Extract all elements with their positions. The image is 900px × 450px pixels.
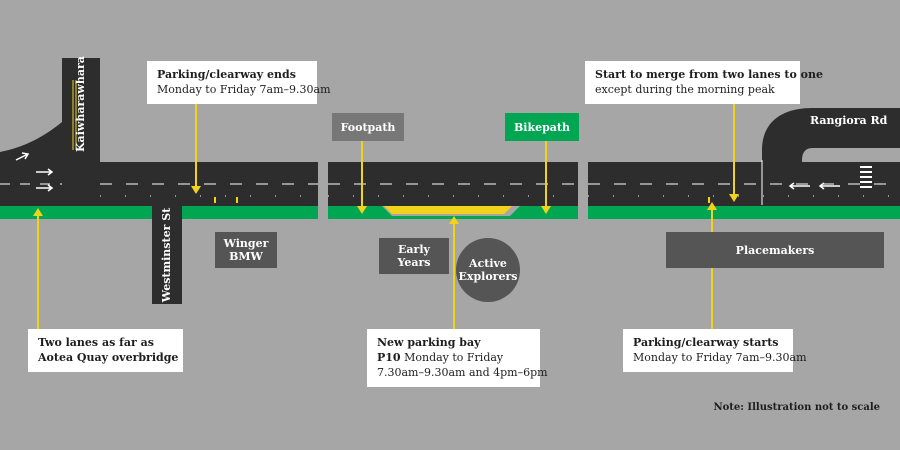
callout-title: Start to merge from two lanes to one	[595, 68, 824, 81]
parking-code: P10	[377, 351, 401, 364]
slip-lane	[0, 122, 62, 162]
street-label-westminster: Westminster St	[160, 207, 173, 303]
bikepath-label: Bikepath	[505, 113, 579, 141]
street-label-rangiora: Rangiora Rd	[810, 114, 888, 127]
callout-line2: Aotea Quay overbridge	[38, 351, 179, 364]
place-active-explorers: Active Explorers	[456, 238, 520, 302]
callout-hours: 7.30am–9.30am and 4pm–6pm	[377, 366, 548, 379]
callout-text: Monday to Friday 7am–9.30am	[633, 351, 807, 364]
street-label-kaiwharawhara: Kaiwharawhara	[74, 56, 87, 152]
verge-right	[588, 204, 900, 219]
callout-title: Parking/clearway ends	[157, 68, 296, 81]
place-winger-bmw: Winger BMW	[215, 232, 277, 268]
callout-line1: Two lanes as far as	[38, 336, 154, 349]
callout-text: except during the morning peak	[595, 83, 775, 96]
westminster-road	[152, 204, 182, 304]
rangiora-road	[762, 108, 900, 165]
callout-two-lanes: Two lanes as far as Aotea Quay overbridg…	[28, 329, 183, 372]
callout-title: New parking bay	[377, 336, 481, 349]
callout-parking-bay: New parking bay P10 Monday to Friday 7.3…	[367, 329, 548, 387]
callout-text: Monday to Friday 7am–9.30am	[157, 83, 331, 96]
kaiwharawhara-road	[62, 58, 100, 206]
callout-clearway-starts: Parking/clearway starts Monday to Friday…	[623, 329, 807, 372]
edge-marks	[214, 197, 710, 203]
callout-line2: P10 Monday to Friday	[377, 350, 530, 365]
pedestrian-crossing	[860, 166, 872, 188]
callout-title: Parking/clearway starts	[633, 336, 779, 349]
parking-days: Monday to Friday	[404, 351, 504, 364]
parking-bay	[384, 206, 512, 214]
place-early-years: Early Years	[379, 238, 449, 274]
verge-middle	[328, 204, 578, 219]
scale-note: Note: Illustration not to scale	[713, 402, 880, 413]
lane-arrows	[15, 152, 840, 192]
callout-merge: Start to merge from two lanes to one exc…	[585, 61, 824, 104]
callout-clearway-ends: Parking/clearway ends Monday to Friday 7…	[147, 61, 331, 104]
pointer-arrows	[33, 104, 739, 330]
footpath-label: Footpath	[332, 113, 404, 141]
place-placemakers: Placemakers	[666, 232, 884, 268]
